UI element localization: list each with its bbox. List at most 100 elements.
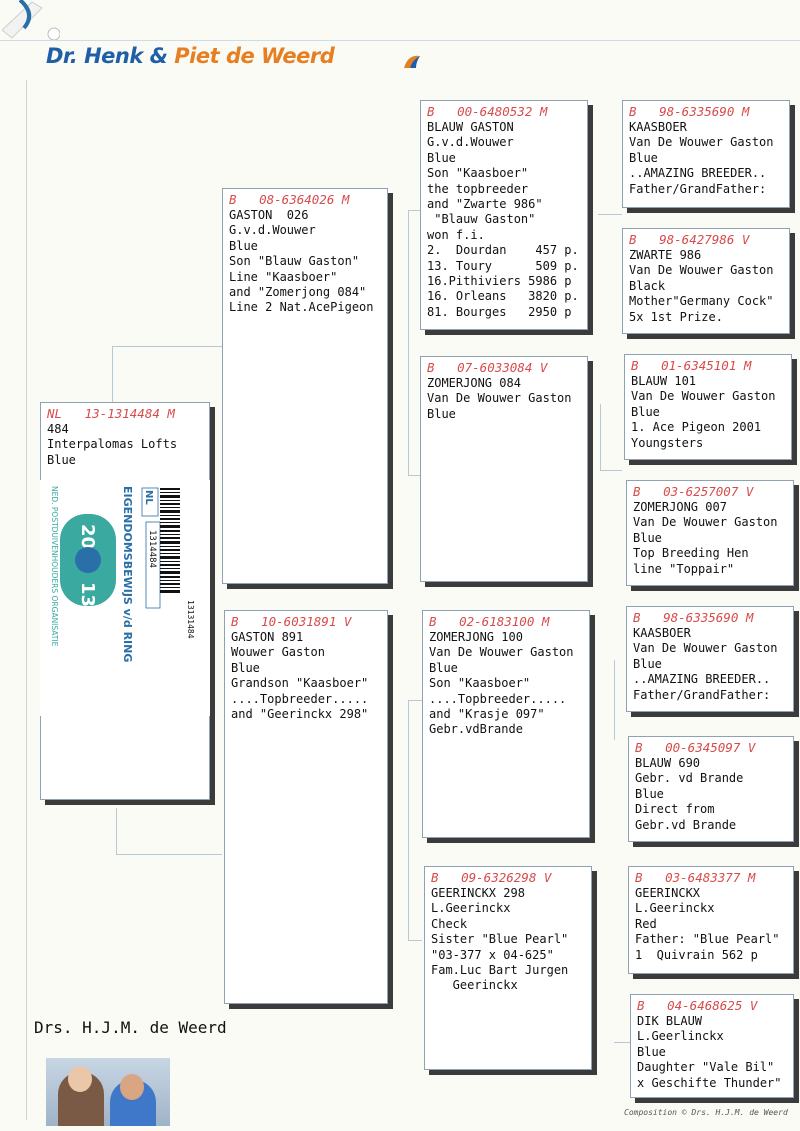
- card-line: Youngsters: [631, 435, 704, 450]
- card-line: Van De Wouwer Gaston: [633, 641, 778, 656]
- card-line: Blue: [635, 786, 664, 801]
- card-line: the topbreeder: [427, 181, 529, 196]
- card-line: 5x 1st Prize.: [629, 309, 723, 324]
- card-line: GEERINCKX 298: [431, 886, 525, 900]
- card-line: Blue: [47, 452, 76, 467]
- ring-number: B 01-6345101 M: [631, 358, 752, 373]
- card-line: Father/GrandFather:: [629, 181, 767, 196]
- card-line: G.v.d.Wouwer: [427, 135, 514, 150]
- card-line: and "Geerinckx 298": [231, 707, 369, 722]
- card-line: Black: [629, 278, 666, 293]
- ring-number: B 09-6326298 V: [431, 870, 552, 885]
- card-gp-dds: B 03-6483377 M GEERINCKX L.Geerinckx Red…: [628, 866, 794, 974]
- card-line: Grandson "Kaasboer": [231, 676, 369, 691]
- card-line: ZOMERJONG 007: [633, 500, 727, 514]
- flag-icon: [404, 55, 420, 68]
- card-sire: B 08-6364026 M GASTON 026 G.v.d.Wouwer B…: [222, 188, 388, 584]
- ring-number: B 98-6335690 M: [629, 104, 750, 119]
- cert-number: 1314484: [147, 530, 157, 568]
- margin-rule: [26, 80, 27, 1120]
- card-line: and "Zomerjong 084": [229, 285, 367, 300]
- card-line: 16.Pithiviers 5986 p: [427, 274, 572, 289]
- card-line: Blue: [637, 1044, 666, 1059]
- ring-number: B 03-6483377 M: [635, 870, 756, 885]
- card-line: Daughter "Vale Bil": [637, 1060, 775, 1075]
- card-gp-sss: B 98-6335690 M KAASBOER Van De Wouwer Ga…: [622, 100, 790, 208]
- card-line: Blue: [631, 404, 660, 419]
- card-line: Van De Wouwer Gaston: [427, 391, 572, 406]
- card-line: 16. Orleans 3820 p.: [427, 289, 579, 304]
- card-line: L.Geerinckx: [635, 901, 715, 916]
- connector-dd-gp: [614, 1042, 634, 1043]
- card-sire-sire: B 00-6480532 M BLAUW GASTON G.v.d.Wouwer…: [420, 100, 588, 330]
- card-line: Fam.Luc Bart Jurgen: [431, 963, 569, 978]
- card-line: ZOMERJONG 084: [427, 376, 521, 390]
- card-line: Son "Blauw Gaston": [229, 254, 360, 269]
- connector-sd-gp: [600, 404, 601, 470]
- card-line: BLAUW GASTON: [427, 120, 514, 134]
- card-line: Blue: [633, 656, 662, 671]
- card-line: Son "Kaasboer": [429, 676, 531, 691]
- card-gp-ssd: B 98-6427986 V ZWARTE 986 Van De Wouwer …: [622, 228, 790, 334]
- page-title: Dr. Henk & Piet de Weerd: [46, 44, 335, 68]
- card-line: Blue: [429, 660, 458, 675]
- card-gp-sds: B 01-6345101 M BLAUW 101 Van De Wouwer G…: [624, 354, 792, 460]
- card-line: BLAUW 690: [635, 756, 701, 770]
- card-line: Van De Wouwer Gaston: [633, 515, 778, 530]
- card-line: won f.i.: [427, 227, 485, 242]
- card-line: Blue: [229, 238, 258, 253]
- card-line: L.Geerinckx: [431, 901, 511, 916]
- barcode: [160, 488, 180, 593]
- card-line: GEERINCKX: [635, 886, 701, 900]
- card-line: x Geschifte Thunder": [637, 1075, 782, 1090]
- card-line: ..AMAZING BREEDER..: [633, 672, 771, 687]
- card-line: Gebr. vd Brande: [635, 771, 744, 786]
- ring-number: B 00-6480532 M: [427, 104, 548, 119]
- card-line: and "Krasje 097": [429, 707, 545, 722]
- hanger-tag: [1, 0, 61, 41]
- card-line: "Blauw Gaston": [427, 212, 536, 227]
- card-line: 484: [47, 422, 69, 436]
- card-line: Red: [635, 916, 657, 931]
- card-line: Blue: [427, 150, 456, 165]
- card-line: 81. Bourges 2950 p: [427, 304, 572, 319]
- card-line: Line 2 Nat.AcePigeon: [229, 300, 374, 315]
- card-line: Blue: [629, 150, 658, 165]
- card-line: Blue: [231, 660, 260, 675]
- cert-lion-emblem: [75, 547, 101, 573]
- connector-sd: [408, 475, 422, 476]
- cert-title: EIGENDOMSBEWIJS v/d RING: [121, 486, 134, 662]
- card-line: Geerinckx: [431, 978, 518, 993]
- copyright-note: Composition © Drs. H.J.M. de Weerd: [624, 1108, 788, 1117]
- card-line: Direct from: [635, 802, 715, 817]
- card-line: line "Toppair": [633, 561, 735, 576]
- card-line: ZWARTE 986: [629, 248, 702, 262]
- card-gp-dsd: B 00-6345097 V BLAUW 690 Gebr. vd Brande…: [628, 736, 794, 842]
- ring-number: B 00-6345097 V: [635, 740, 756, 755]
- card-line: Son "Kaasboer": [427, 166, 529, 181]
- card-line: Gebr.vdBrande: [429, 722, 523, 737]
- ring-number: B 98-6427986 V: [629, 232, 750, 247]
- card-line: DIK BLAUW: [637, 1014, 703, 1028]
- card-line: Top Breeding Hen: [633, 546, 749, 561]
- card-line: Father: "Blue Pearl": [635, 932, 780, 947]
- card-line: GASTON 026: [229, 208, 309, 222]
- cert-country: NL: [143, 490, 154, 505]
- connector-dd: [408, 940, 422, 941]
- connector-dam-branch: [408, 700, 409, 940]
- card-line: 2. Dourdan 457 p.: [427, 243, 579, 258]
- ring-number: B 07-6033084 V: [427, 360, 548, 375]
- connector-sire-branch: [408, 210, 409, 475]
- title-part-1: Dr. Henk &: [46, 44, 175, 68]
- card-line: Line "Kaasboer": [229, 269, 338, 284]
- ring-number: B 02-6183100 M: [429, 614, 550, 629]
- card-dam-sire: B 02-6183100 M ZOMERJONG 100 Van De Wouw…: [422, 610, 590, 838]
- owners-photo: [46, 1058, 170, 1126]
- connector-ss-gp: [598, 214, 622, 215]
- connector-dam-v: [116, 808, 117, 854]
- card-line: Gebr.vd Brande: [635, 817, 737, 832]
- ring-number: B 10-6031891 V: [231, 614, 352, 629]
- cert-barcode-text: 13131484: [186, 600, 195, 639]
- card-line: Mother"Germany Cock": [629, 294, 774, 309]
- card-line: Blue: [427, 406, 456, 421]
